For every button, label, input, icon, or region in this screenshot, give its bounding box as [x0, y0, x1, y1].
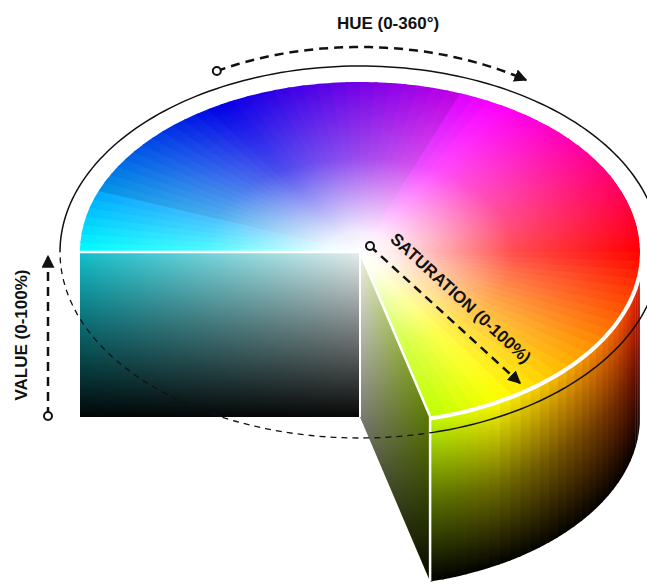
green-face: [360, 252, 430, 582]
green-shade: [360, 252, 430, 582]
value-face: [80, 252, 360, 417]
outline-lines: [60, 66, 647, 582]
arrow-origin: [366, 242, 374, 250]
side-strip: [607, 324, 613, 497]
cut-edge: [80, 252, 430, 582]
saturation-arrow: [370, 246, 520, 383]
axis-label: HUE (0-360°): [337, 15, 439, 34]
side-strip: [442, 412, 455, 580]
side-strip: [626, 296, 630, 469]
value-arrow: [47, 256, 50, 416]
hue-arrow: [217, 47, 526, 80]
side-strip: [529, 382, 540, 552]
side-strip: [613, 317, 619, 490]
arrow-origin: [213, 67, 221, 75]
cut-edge: [359, 252, 361, 417]
hue-ring: [60, 66, 647, 432]
side-strip: [622, 303, 627, 476]
side-strip: [548, 372, 558, 543]
hue-ring-hidden: [60, 252, 435, 438]
side-strip: [477, 403, 490, 572]
side-strip: [488, 399, 500, 568]
side-strip: [538, 377, 549, 548]
axis-label: VALUE (0-100%): [13, 270, 32, 401]
side-strip: [630, 289, 633, 462]
side-strip: [431, 414, 445, 581]
axis-arrows: [44, 47, 526, 420]
side-strip: [509, 391, 521, 561]
side-strip: [498, 395, 510, 564]
side-strip: [465, 406, 478, 574]
side-strip: [519, 387, 530, 557]
side-strip: [454, 409, 467, 577]
arrow-origin: [44, 412, 52, 420]
side-strip: [618, 310, 623, 483]
value-shade: [80, 252, 360, 417]
cut-faces: [80, 252, 430, 582]
